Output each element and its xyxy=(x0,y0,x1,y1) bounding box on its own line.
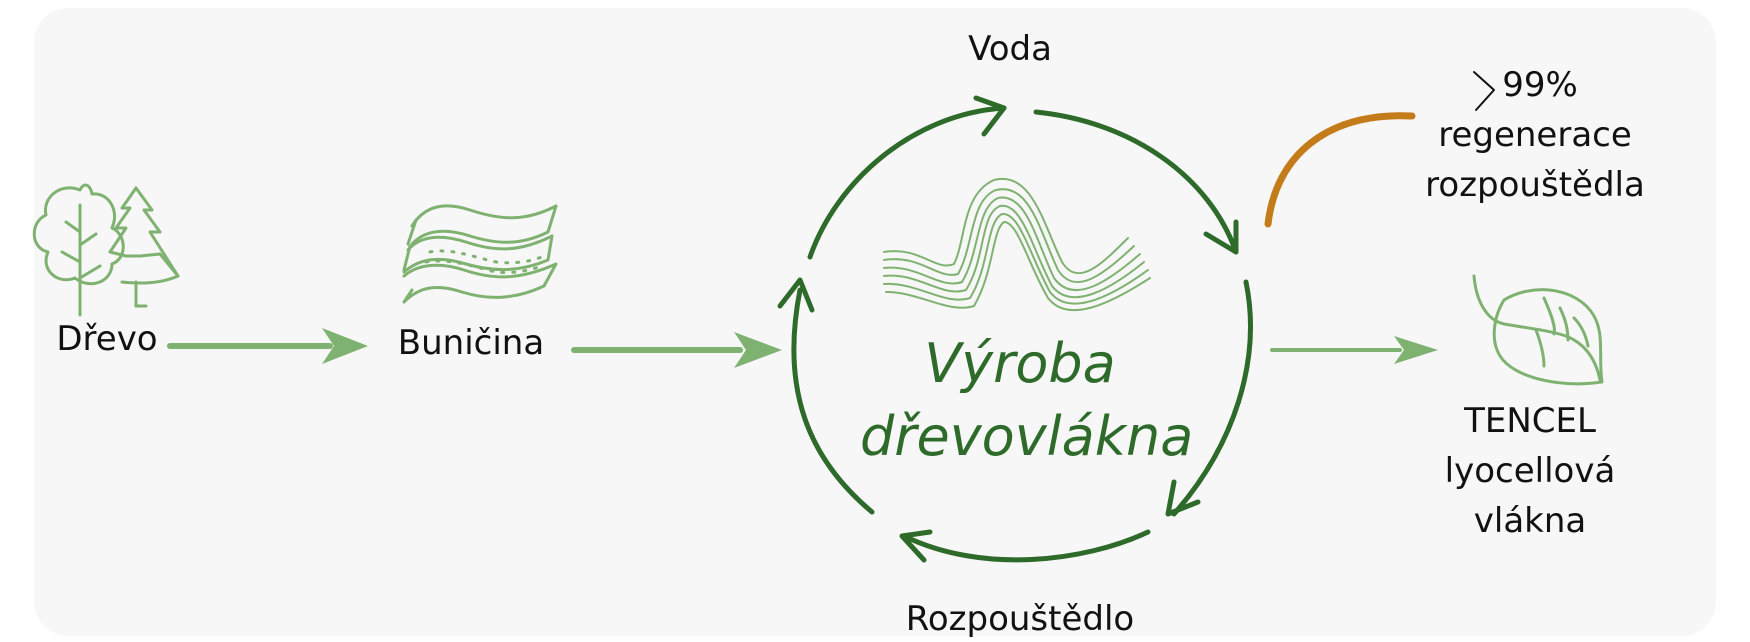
greater-than-icon xyxy=(1473,71,1495,111)
regeneration-label-line2: regenerace xyxy=(1438,115,1632,155)
label-pulp: Buničina xyxy=(397,323,545,363)
flow-arrow-process-fiber xyxy=(1270,336,1438,364)
fiber-wave-icon xyxy=(883,177,1151,312)
label-water: Voda xyxy=(968,29,1052,69)
regeneration-label-line3: rozpouštědla xyxy=(1425,165,1645,205)
regeneration-value: 99% xyxy=(1502,65,1578,105)
fiber-label-line1: TENCEL xyxy=(1464,401,1596,441)
trees-icon xyxy=(32,183,180,317)
pulp-sheets-icon xyxy=(402,204,558,304)
regeneration-arc xyxy=(1264,112,1416,228)
flow-arrow-pulp-process xyxy=(571,332,782,368)
fiber-label-line2: lyocellová xyxy=(1444,451,1616,491)
process-title-line2: dřevovlákna xyxy=(860,404,1194,468)
flow-arrow-wood-pulp xyxy=(167,328,368,364)
diagram-panel xyxy=(34,8,1716,636)
leaf-icon xyxy=(1472,274,1604,386)
fiber-label-line3: vlákna xyxy=(1473,501,1587,541)
process-title-line1: Výroba xyxy=(924,332,1116,395)
label-solvent: Rozpouštědlo xyxy=(905,599,1135,639)
process-title: Výroba dřevovlákna xyxy=(860,328,1194,474)
cycle-arrows xyxy=(777,95,1253,563)
label-wood: Dřevo xyxy=(56,319,158,359)
